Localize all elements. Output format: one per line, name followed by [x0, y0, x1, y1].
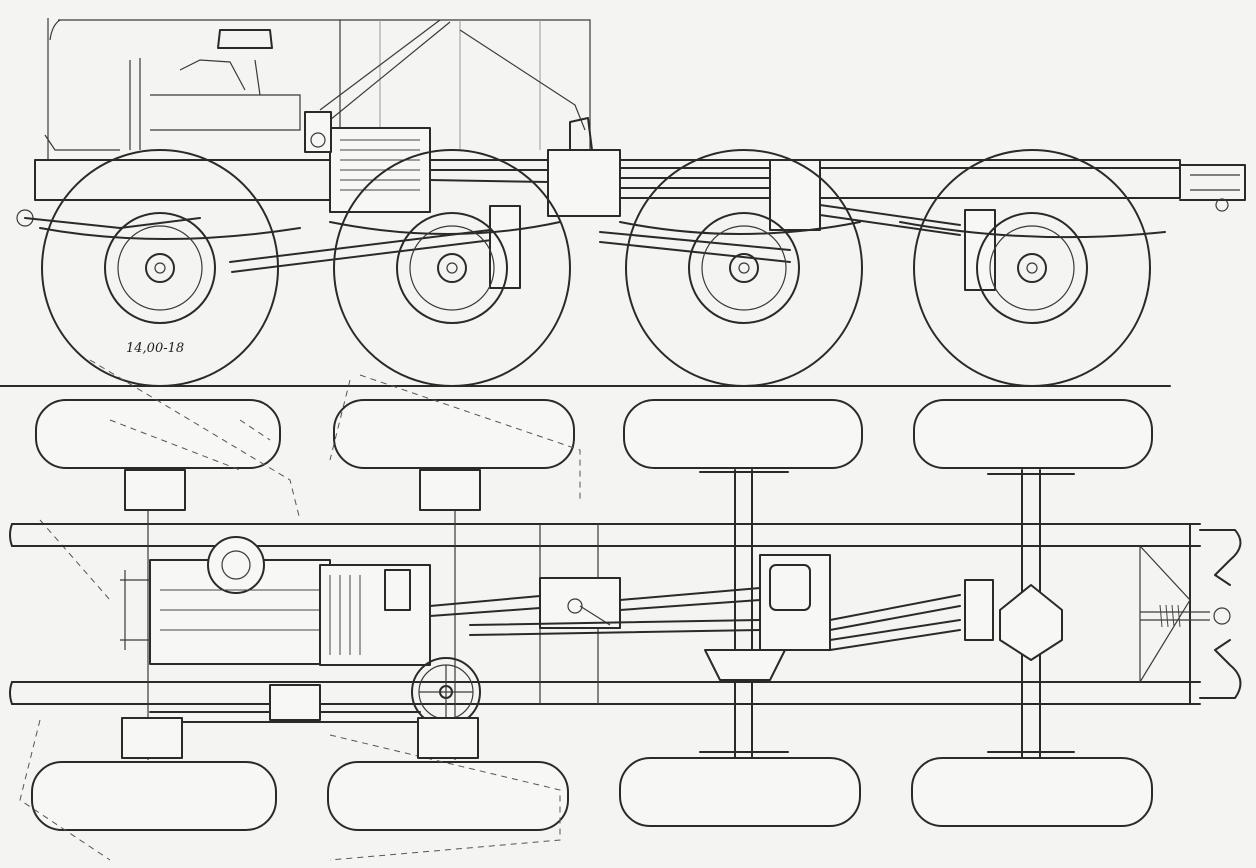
tire-size-label: 14,00-18 [126, 341, 184, 356]
plan-view [9, 359, 1242, 861]
plan-tire-second-right [327, 761, 569, 831]
plan-frame-rails [9, 523, 1242, 705]
plan-steering-linkage [121, 469, 481, 759]
plan-gearbox [319, 564, 431, 666]
plan-rear-spring-mount [1140, 604, 1231, 628]
plan-tire-second-left [333, 399, 575, 469]
plan-tire-front-right [31, 761, 277, 831]
plan-steering-wheel [411, 657, 481, 727]
plan-tire-rear-right [911, 757, 1153, 827]
plan-center-differential [704, 554, 831, 681]
side-wheel-3 [625, 149, 863, 387]
plan-tire-third-right [619, 757, 861, 827]
side-leaf-springs [39, 221, 1166, 240]
plan-transfer-case [539, 577, 621, 629]
steering-sweep-outlines [19, 359, 581, 861]
side-frame-rail [16, 159, 1246, 229]
plan-axles [147, 469, 1075, 760]
plan-rear-differential [964, 579, 1063, 661]
plan-tire-third-left [623, 399, 863, 469]
transfer-case-side [304, 111, 621, 217]
cab-outline [44, 18, 591, 160]
plan-tire-rear-left [913, 399, 1153, 469]
plan-engine [120, 536, 331, 665]
side-elevation-view: 14,00-18 [0, 18, 1246, 387]
plan-propeller-shafts [429, 587, 961, 651]
plan-tire-front-left [35, 399, 281, 469]
